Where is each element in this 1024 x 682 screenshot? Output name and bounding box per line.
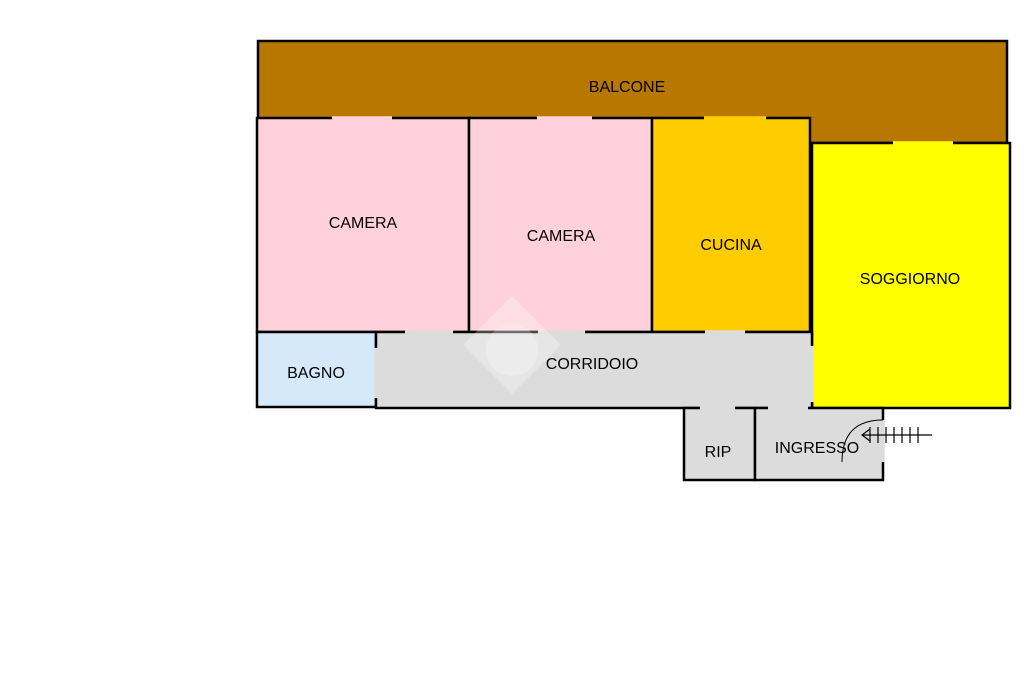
room-cucina xyxy=(650,116,812,334)
room-corridoio xyxy=(374,330,814,410)
room-camera-2 xyxy=(467,116,654,334)
label-camera-1: CAMERA xyxy=(329,215,398,232)
watermark-logo xyxy=(463,296,561,394)
room-ingresso xyxy=(753,406,885,482)
label-balcone: BALCONE xyxy=(589,79,665,96)
label-ingresso: INGRESSO xyxy=(775,440,859,457)
door-openings xyxy=(332,116,953,462)
label-corridoio: CORRIDOIO xyxy=(546,356,638,373)
door-swing xyxy=(841,419,884,463)
label-soggiorno: SOGGIORNO xyxy=(860,271,960,288)
room-rip xyxy=(682,406,757,482)
room-camera-1 xyxy=(255,116,471,334)
label-cucina: CUCINA xyxy=(700,237,762,254)
label-bagno: BAGNO xyxy=(287,365,345,382)
entrance-arrow-icon xyxy=(861,427,932,443)
label-rip: RIP xyxy=(705,444,732,461)
label-camera-2: CAMERA xyxy=(527,228,596,245)
